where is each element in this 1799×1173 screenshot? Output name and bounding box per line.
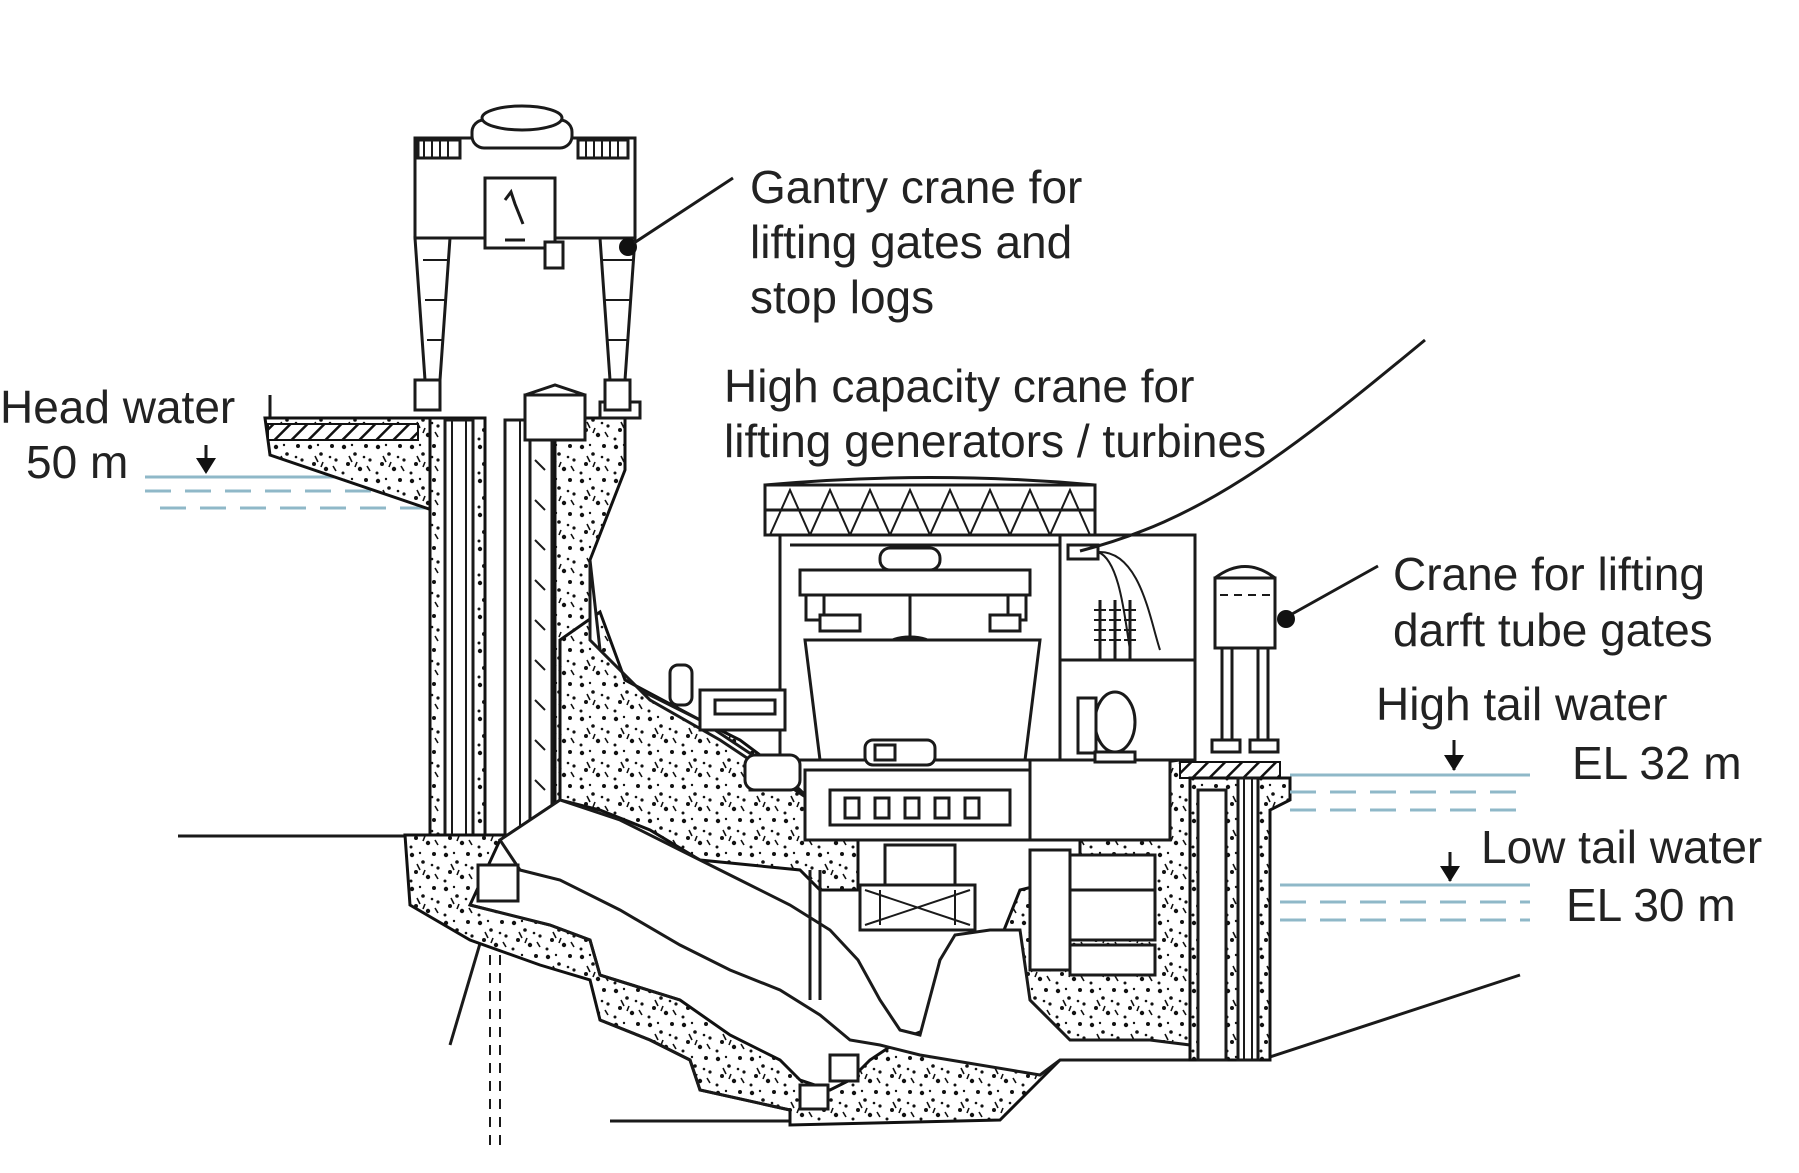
high-capacity-crane-label-line-2: lifting generators / turbines — [724, 415, 1266, 467]
transformer-equipment — [1058, 338, 1426, 764]
high-capacity-crane-label-line-1: High capacity crane for — [724, 360, 1194, 412]
water-level-markers — [196, 445, 1464, 882]
gantry-crane — [413, 104, 734, 412]
high-tail-water-label-line-1: High tail water — [1376, 678, 1667, 730]
low-tail-water-marker-icon — [1440, 866, 1460, 882]
gantry-crane-label: Gantry crane for lifting gates and stop … — [750, 161, 1082, 323]
gantry-crane-label-line-2: lifting gates and — [750, 216, 1072, 268]
low-tail-water-label-line-2: EL 30 m — [1566, 879, 1736, 931]
powerhouse-structure — [403, 559, 1192, 1127]
head-water-marker-icon — [196, 458, 216, 474]
high-tail-water-label-line-2: EL 32 m — [1572, 737, 1742, 789]
high-capacity-crane-label: High capacity crane for lifting generato… — [724, 360, 1266, 467]
tail-water — [1280, 773, 1530, 922]
powerhouse-building — [668, 476, 1172, 1000]
head-water-label-line-1: Head water — [0, 381, 235, 433]
head-water — [145, 395, 434, 513]
intake-tower — [428, 383, 642, 837]
high-tail-water-label: High tail water EL 32 m — [1376, 678, 1742, 789]
draft-tube-crane-label: Crane for lifting darft tube gates — [1393, 548, 1713, 656]
low-tail-water-label: Low tail water EL 30 m — [1481, 821, 1762, 931]
draft-tube-crane-label-line-1: Crane for lifting — [1393, 548, 1705, 600]
head-water-label: Head water 50 m — [0, 381, 235, 488]
low-tail-water-label-line-1: Low tail water — [1481, 821, 1762, 873]
draft-tube-crane — [1179, 564, 1379, 1062]
head-water-label-line-2: 50 m — [26, 436, 128, 488]
draft-tube-crane-label-line-2: darft tube gates — [1393, 604, 1713, 656]
gantry-crane-label-line-3: stop logs — [750, 271, 934, 323]
gantry-crane-label-line-1: Gantry crane for — [750, 161, 1082, 213]
ground-lines — [178, 834, 1521, 1145]
high-tail-water-marker-icon — [1444, 755, 1464, 771]
